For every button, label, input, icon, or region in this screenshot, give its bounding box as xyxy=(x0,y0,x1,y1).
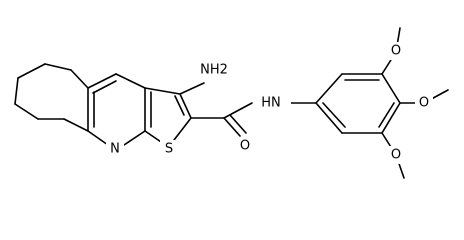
methoxy-top-label: O xyxy=(391,44,401,59)
methoxy-mid-label-bg xyxy=(415,94,433,112)
amide-nh-label: HN xyxy=(261,96,281,111)
bond xyxy=(315,102,343,134)
bond xyxy=(144,87,181,95)
bond xyxy=(223,102,253,119)
bond xyxy=(92,80,117,94)
bond xyxy=(179,82,205,95)
bond xyxy=(223,117,241,137)
bond xyxy=(381,73,401,104)
bond xyxy=(17,63,46,79)
bond xyxy=(14,103,39,120)
ring-s-label: S xyxy=(165,142,173,157)
bond xyxy=(315,73,343,104)
methoxy-top-label-bg xyxy=(387,42,405,60)
bond xyxy=(44,63,72,71)
carbonyl-o-label: O xyxy=(240,139,250,154)
ring-s-label-bg xyxy=(160,140,178,158)
atom-labels: NH2 HN O N S O O O xyxy=(106,42,433,164)
methoxy-bot-label-bg xyxy=(387,146,405,164)
bond xyxy=(229,114,247,134)
bond xyxy=(14,77,19,105)
bond xyxy=(174,95,185,116)
amide-nh-label-bg xyxy=(253,93,291,113)
ring-n-label: N xyxy=(110,142,120,157)
ring-n-label-bg xyxy=(106,140,124,158)
carbonyl-o-label-bg xyxy=(236,137,254,155)
bond xyxy=(179,93,192,119)
bond xyxy=(87,130,109,146)
bond xyxy=(173,117,192,141)
bond xyxy=(322,102,346,128)
bond xyxy=(381,102,401,134)
amino-label: NH2 xyxy=(200,63,228,78)
bond-lines xyxy=(14,27,449,179)
amino-label-bg xyxy=(197,59,231,81)
molecule-structure: NH2 HN O N S O O O xyxy=(14,27,449,179)
methoxy-mid-label: O xyxy=(419,96,429,111)
bond xyxy=(70,69,89,89)
methoxy-bot-label: O xyxy=(391,148,401,163)
bond xyxy=(115,73,146,89)
bond xyxy=(378,102,395,128)
bond xyxy=(63,118,89,132)
bond xyxy=(123,130,146,146)
bond xyxy=(87,73,117,89)
